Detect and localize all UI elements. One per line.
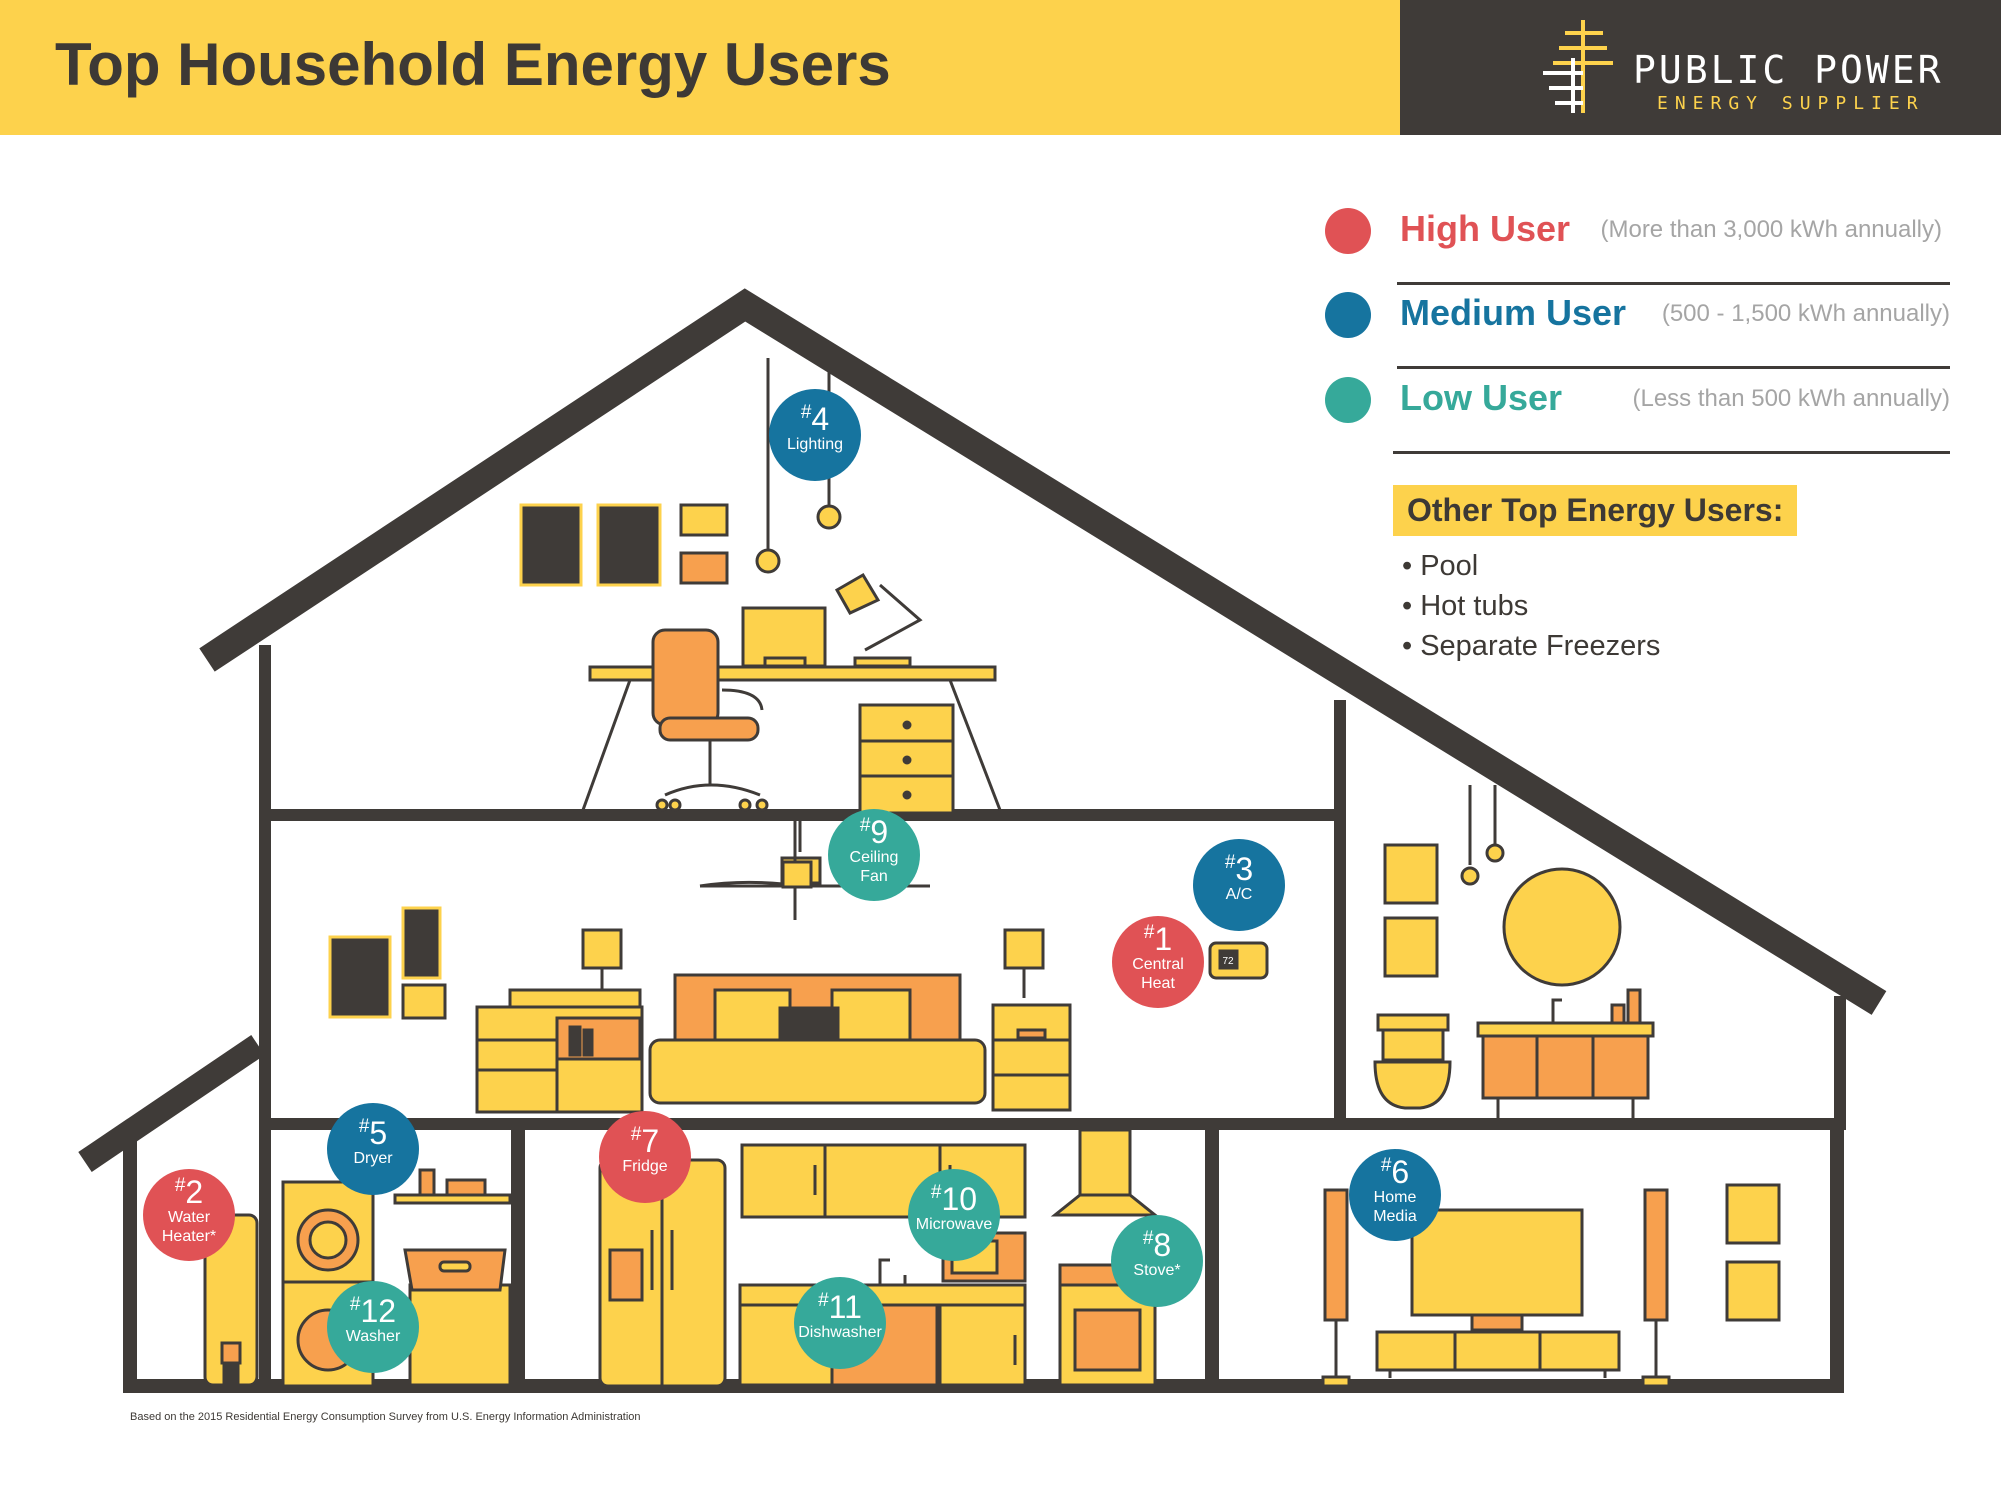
roof-main bbox=[199, 288, 1887, 1015]
legend-high-title: High User bbox=[1400, 208, 1571, 249]
marker-label: Heater* bbox=[161, 1228, 217, 1245]
marker-rank: #7 bbox=[630, 1123, 660, 1159]
legend-high-dot bbox=[1325, 208, 1371, 254]
marker-2-water-heater: #2 Water Heater* bbox=[143, 1169, 235, 1261]
source-footnote: Based on the 2015 Residential Energy Con… bbox=[130, 1411, 641, 1423]
marker-7-fridge: #7 Fridge bbox=[599, 1111, 691, 1203]
legend-medium-title: Medium User bbox=[1400, 292, 1627, 333]
other-users-heading: Other Top Energy Users: bbox=[1393, 485, 1798, 536]
marker-10-microwave: #10 Microwave bbox=[908, 1169, 1000, 1261]
marker-rank: #9 bbox=[859, 814, 889, 850]
thermostat-reading: 72 bbox=[1222, 956, 1234, 967]
legend-medium: Medium User (500 - 1,500 kWh annually) bbox=[1325, 284, 1950, 369]
marker-rank: #6 bbox=[1380, 1154, 1410, 1190]
marker-label: Media bbox=[1373, 1208, 1417, 1225]
marker-label: Stove* bbox=[1133, 1262, 1181, 1279]
marker-8-stove: #8 Stove* bbox=[1111, 1215, 1203, 1307]
marker-rank: #4 bbox=[800, 401, 830, 437]
marker-label: Fridge bbox=[622, 1158, 668, 1175]
marker-rank: #2 bbox=[174, 1174, 204, 1210]
marker-rank: #11 bbox=[818, 1289, 862, 1325]
marker-label: Microwave bbox=[915, 1216, 993, 1233]
marker-rank: #1 bbox=[1143, 921, 1173, 957]
marker-6-home-media: #6 Home Media bbox=[1349, 1149, 1441, 1241]
other-user-item: • Pool bbox=[1402, 550, 1479, 582]
legend-low: Low User (Less than 500 kWh annually) bbox=[1325, 369, 1950, 454]
legend-low-title: Low User bbox=[1400, 377, 1563, 418]
legend-medium-range: (500 - 1,500 kWh annually) bbox=[1661, 300, 1950, 327]
marker-11-dishwasher: #11 Dishwasher bbox=[794, 1277, 886, 1369]
marker-rank: #12 bbox=[349, 1293, 397, 1329]
marker-label: Dryer bbox=[353, 1150, 393, 1167]
other-user-item: • Separate Freezers bbox=[1402, 630, 1661, 662]
bedroom-furniture bbox=[328, 815, 1269, 1114]
marker-3-ac: #3 A/C bbox=[1193, 839, 1285, 931]
marker-label: Fan bbox=[860, 868, 888, 885]
power-pole-icon bbox=[1543, 20, 1613, 113]
legend-divider bbox=[1393, 451, 1950, 454]
marker-label: Central bbox=[1132, 956, 1184, 973]
marker-1-central-heat: #1 Central Heat bbox=[1112, 916, 1204, 1008]
marker-label: Lighting bbox=[786, 436, 844, 453]
brand-panel: PUBLIC POWER ENERGY SUPPLIER bbox=[1400, 0, 2001, 135]
marker-label: Water bbox=[167, 1209, 211, 1226]
legend-low-dot bbox=[1325, 377, 1371, 423]
marker-label: Washer bbox=[345, 1328, 401, 1345]
legend-medium-dot bbox=[1325, 292, 1371, 338]
marker-label: Dishwasher bbox=[798, 1324, 882, 1341]
marker-12-washer: #12 Washer bbox=[327, 1281, 419, 1373]
marker-rank: #10 bbox=[930, 1181, 978, 1217]
other-users-list: • Pool • Hot tubs • Separate Freezers bbox=[1402, 550, 1660, 670]
header-banner: Top Household Energy Users bbox=[0, 0, 1400, 135]
page-title: Top Household Energy Users bbox=[55, 31, 891, 98]
legend-divider bbox=[1397, 282, 1950, 285]
ceiling-fan bbox=[699, 815, 813, 889]
marker-label: Heat bbox=[1141, 975, 1175, 992]
brand-tagline: ENERGY SUPPLIER bbox=[1657, 93, 1925, 114]
marker-rank: #3 bbox=[1224, 851, 1254, 887]
legend-low-range: (Less than 500 kWh annually) bbox=[1632, 385, 1950, 412]
roof-annex bbox=[78, 1035, 265, 1172]
attic-furniture bbox=[519, 358, 1002, 815]
marker-label: A/C bbox=[1225, 886, 1253, 903]
marker-rank: #8 bbox=[1142, 1227, 1172, 1263]
marker-label: Ceiling bbox=[849, 849, 899, 866]
legend-high: High User (More than 3,000 kWh annually) bbox=[1325, 200, 1950, 285]
marker-label: Home bbox=[1373, 1189, 1417, 1206]
marker-9-ceiling-fan: #9 Ceiling Fan bbox=[828, 809, 920, 901]
brand-name: PUBLIC POWER bbox=[1633, 48, 1944, 92]
other-user-item: • Hot tubs bbox=[1402, 590, 1529, 622]
legend-divider bbox=[1397, 366, 1950, 369]
marker-4-lighting: #4 Lighting bbox=[769, 389, 861, 481]
marker-rank: #5 bbox=[358, 1115, 388, 1151]
media-room bbox=[1321, 1183, 1781, 1388]
legend-high-range: (More than 3,000 kWh annually) bbox=[1600, 216, 1942, 243]
bathroom-furniture bbox=[1373, 785, 1655, 1120]
marker-5-dryer: #5 Dryer bbox=[327, 1103, 419, 1195]
